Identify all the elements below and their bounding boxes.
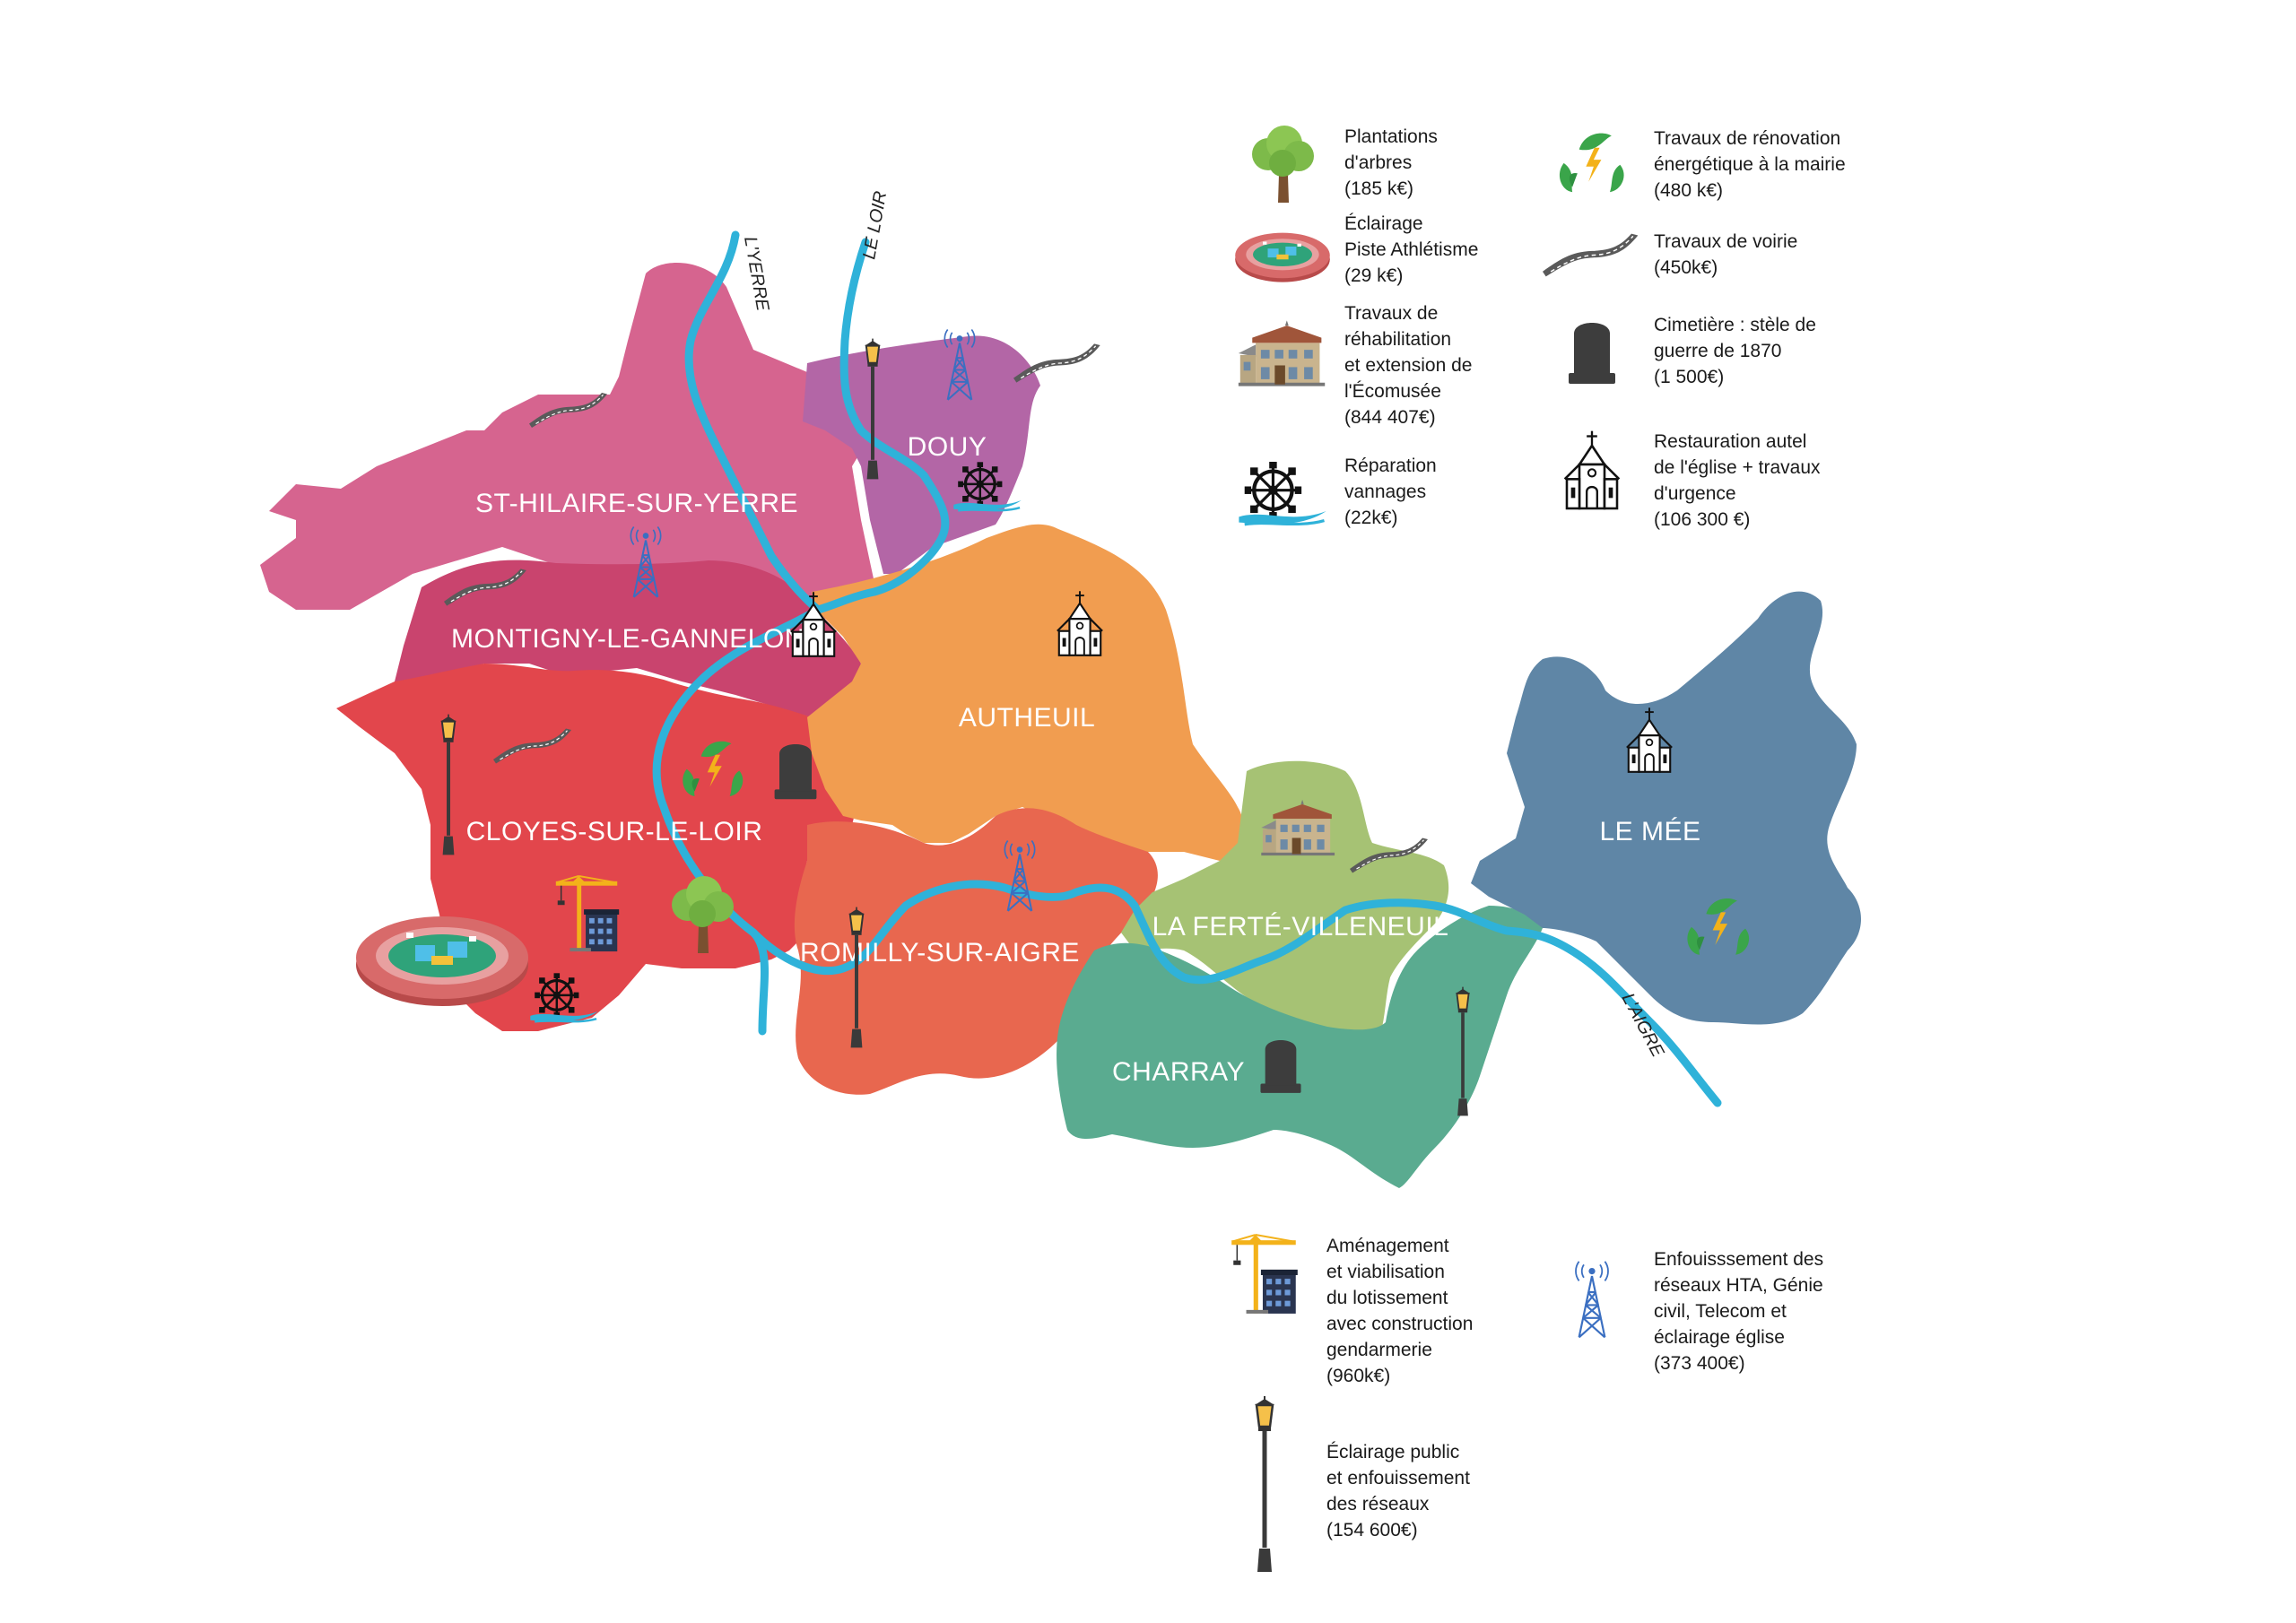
commune-st-hilaire <box>260 263 879 619</box>
ecomuseum-building-icon <box>1238 320 1326 386</box>
tombstone-icon <box>1260 1040 1301 1093</box>
legend-text-lighting: Éclairage public et enfouissement des ré… <box>1326 1442 1470 1541</box>
legend-item-museum: Travaux de réhabilitation et extension d… <box>1233 300 1472 430</box>
athletics-track-icon <box>356 916 528 1006</box>
street-lamp-icon <box>1253 1394 1276 1574</box>
legend-text-cemetery: Cimetière : stèle de guerre de 1870 (1 5… <box>1654 315 1816 387</box>
legend-text-sluice: Réparation vannages (22k€) <box>1344 456 1437 528</box>
legend-text-construction: Aménagement et viabilisation du lotissem… <box>1326 1236 1474 1386</box>
legend-text-networks: Enfouisssement des réseaux HTA, Génie ci… <box>1654 1249 1824 1374</box>
label-romilly: ROMILLY-SUR-AIGRE <box>800 938 1080 968</box>
commune-ferte <box>1121 760 1449 1036</box>
legend-item-construction: Aménagement et viabilisation du lotissem… <box>1215 1233 1473 1389</box>
legend-item-networks: Enfouisssement des réseaux HTA, Génie ci… <box>1543 1246 1823 1376</box>
label-ferte: LA FERTÉ-VILLENEUIL <box>1152 912 1449 942</box>
label-montigny: MONTIGNY-LE-GANNELON <box>451 624 804 654</box>
legend-text-church: Restauration autel de l'église + travaux… <box>1654 431 1821 530</box>
legend-text-energy: Travaux de rénovation énergétique à la m… <box>1654 128 1846 201</box>
commune-autheuil <box>807 524 1244 861</box>
label-st-hilaire: ST-HILAIRE-SUR-YERRE <box>475 489 798 518</box>
legend-item-sluice: Réparation vannages (22k€) <box>1233 453 1437 542</box>
legend-item-track: Éclairage Piste Athlétisme (29 k€) <box>1233 211 1478 300</box>
legend-text-track: Éclairage Piste Athlétisme (29 k€) <box>1344 213 1479 286</box>
commune-le-mee <box>1471 591 1861 1025</box>
energy-leaves-icon <box>1559 133 1624 193</box>
legend-item-lighting: Éclairage public et enfouissement des ré… <box>1215 1385 1470 1583</box>
label-charray: CHARRAY <box>1112 1057 1245 1087</box>
label-cloyes: CLOYES-SUR-LE-LOIR <box>466 817 763 846</box>
label-autheuil: AUTHEUIL <box>959 703 1095 733</box>
river-loir <box>813 238 950 614</box>
legend-text-trees: Plantations d'arbres (185 k€) <box>1344 126 1438 199</box>
athletics-track-icon <box>1235 232 1330 282</box>
commune-romilly <box>794 808 1158 1095</box>
legend-text-road: Travaux de voirie (450k€) <box>1654 231 1798 278</box>
river-aigre <box>749 880 1722 1107</box>
telecom-tower-icon <box>1574 1260 1610 1339</box>
crane-building-icon <box>1231 1234 1299 1315</box>
road-icon <box>1543 232 1639 278</box>
label-douy: DOUY <box>908 432 987 462</box>
tombstone-icon <box>1569 323 1615 384</box>
label-le-mee: LE MÉE <box>1599 817 1700 846</box>
tombstone-icon <box>774 744 817 800</box>
legend-text-museum: Travaux de réhabilitation et extension d… <box>1344 303 1473 428</box>
legend-item-church: Restauration autel de l'église + travaux… <box>1543 429 1821 533</box>
commune-douy <box>803 335 1040 574</box>
commune-montigny <box>395 560 861 717</box>
legend-item-cemetery: Cimetière : stèle de guerre de 1870 (1 5… <box>1543 312 1816 402</box>
legend-item-road: Travaux de voirie (450k€) <box>1543 229 1797 318</box>
legend-item-trees: Plantations d'arbres (185 k€) <box>1233 124 1438 213</box>
church-icon <box>1563 430 1621 510</box>
label-river-loir: LE LOIR <box>859 190 891 261</box>
water-wheel-icon <box>1233 453 1332 542</box>
legend-item-energy: Travaux de rénovation énergétique à la m… <box>1543 126 1846 215</box>
tree-icon <box>1252 126 1314 203</box>
label-river-yerre: L'YERRE <box>740 235 772 313</box>
